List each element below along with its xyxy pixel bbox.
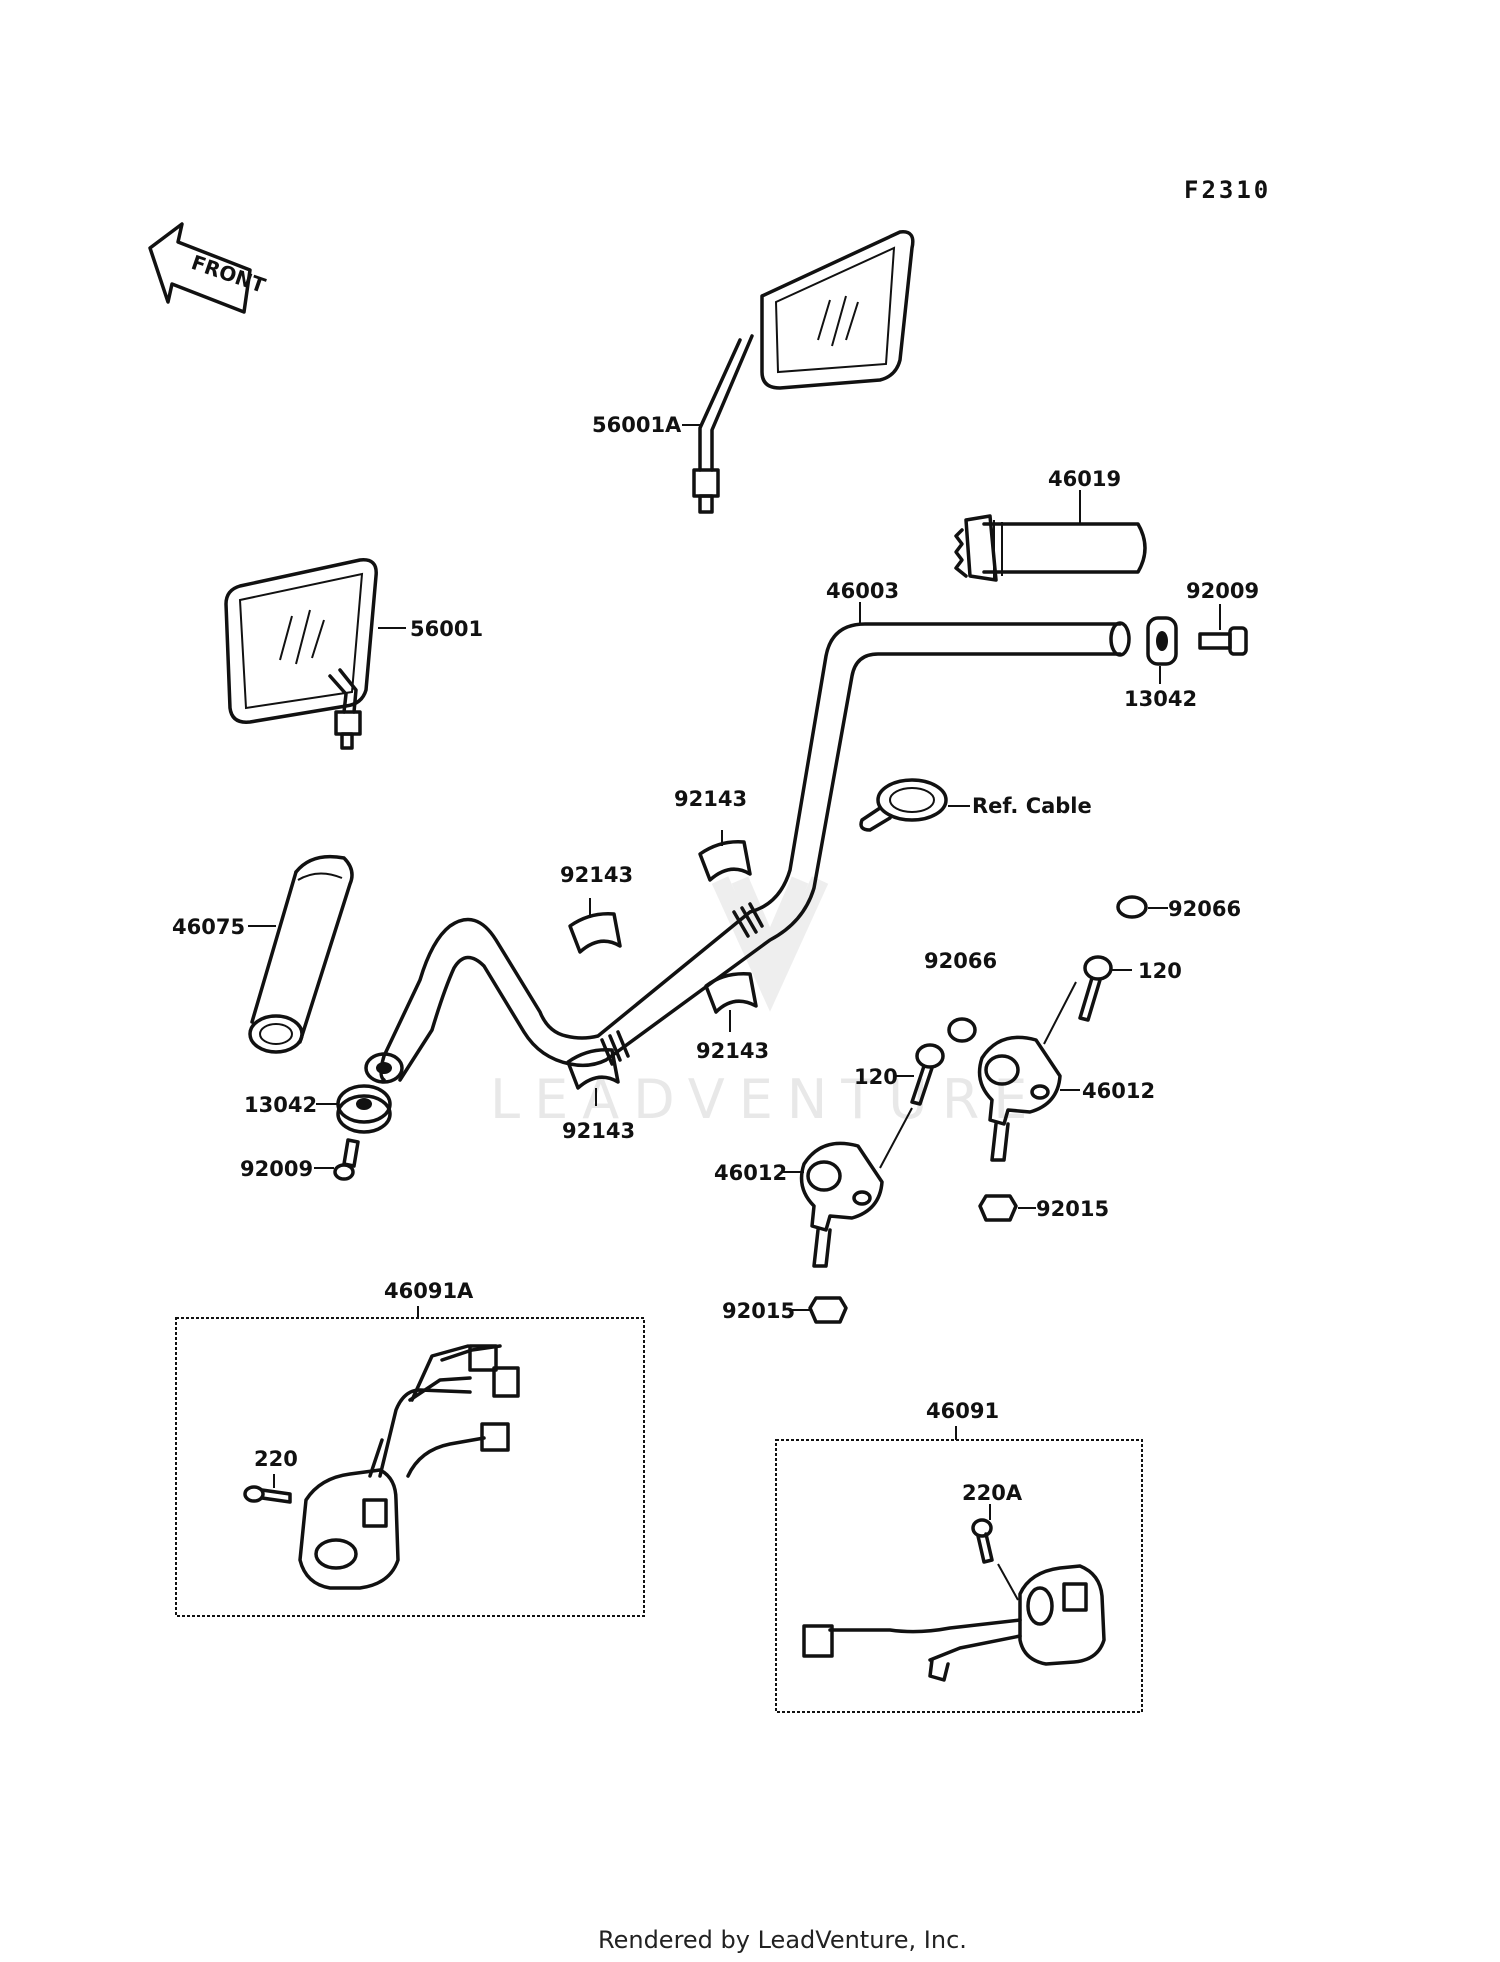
diagram-code: F2310 <box>1184 176 1271 204</box>
callout-46012-left: 46012 <box>714 1161 787 1185</box>
nut-right <box>978 1194 1018 1222</box>
callout-92015-left: 92015 <box>722 1299 795 1323</box>
callout-13042-left: 13042 <box>244 1093 317 1117</box>
clamp-piece-upper <box>698 840 752 882</box>
callout-56001A: 56001A <box>592 413 682 437</box>
cable-clamp-ref <box>859 778 948 832</box>
clamp-piece-lower-left <box>566 1048 620 1090</box>
bar-end-weight-right <box>1146 616 1178 666</box>
bolt-left <box>910 1043 945 1106</box>
callout-120-right: 120 <box>1138 959 1182 983</box>
callout-92066-left: 92066 <box>924 949 997 973</box>
callout-220: 220 <box>254 1447 298 1471</box>
callout-46075: 46075 <box>172 915 245 939</box>
front-arrow: FRONT <box>148 222 269 314</box>
holder-left <box>799 1141 884 1268</box>
callout-46019: 46019 <box>1048 467 1121 491</box>
nut-left <box>808 1296 848 1324</box>
callout-ref-cable: Ref. Cable <box>972 794 1092 818</box>
watermark-text: LEADVENTURE <box>490 1068 1041 1131</box>
callout-56001: 56001 <box>410 617 483 641</box>
callout-92143-lower-right: 92143 <box>696 1039 769 1063</box>
handlebar <box>364 621 1131 1084</box>
bolt-right <box>1078 955 1113 1022</box>
callout-92015-right: 92015 <box>1036 1197 1109 1221</box>
bar-end-weight-left <box>336 1084 392 1134</box>
callout-46091A: 46091A <box>384 1279 474 1303</box>
clamp-piece-left <box>568 912 622 954</box>
switch-right-screw <box>971 1518 994 1564</box>
grip-left <box>248 854 354 1054</box>
callout-92066-right: 92066 <box>1168 897 1241 921</box>
screw-right-end <box>1198 626 1248 656</box>
callout-13042-right: 13042 <box>1124 687 1197 711</box>
callout-46012-right: 46012 <box>1082 1079 1155 1103</box>
switch-left-box <box>175 1317 645 1617</box>
callout-220A: 220A <box>962 1481 1023 1505</box>
callout-120-left: 120 <box>854 1065 898 1089</box>
switch-right-assembly <box>802 1564 1106 1682</box>
callout-92143-left: 92143 <box>560 863 633 887</box>
mirror-left <box>224 558 378 750</box>
footer-credit: Rendered by LeadVenture, Inc. <box>598 1926 967 1954</box>
callout-92143-upper: 92143 <box>674 787 747 811</box>
mirror-right <box>692 230 915 514</box>
holder-right <box>977 1035 1062 1162</box>
callout-92143-lower-left: 92143 <box>562 1119 635 1143</box>
grip-right-throttle <box>954 514 1147 582</box>
switch-right-box <box>775 1439 1143 1713</box>
screw-left-end <box>333 1138 360 1181</box>
callout-46091: 46091 <box>926 1399 999 1423</box>
watermark: LEADVENTURE <box>490 876 1041 1131</box>
switch-left-screw <box>243 1485 292 1504</box>
cap-left <box>947 1017 977 1043</box>
switch-left-assembly <box>298 1344 520 1590</box>
callout-92009-left: 92009 <box>240 1157 313 1181</box>
callout-92009-right: 92009 <box>1186 579 1259 603</box>
front-label: FRONT <box>188 250 268 298</box>
callout-46003: 46003 <box>826 579 899 603</box>
cap-right <box>1116 895 1148 919</box>
clamp-piece-lower-right <box>704 972 758 1014</box>
